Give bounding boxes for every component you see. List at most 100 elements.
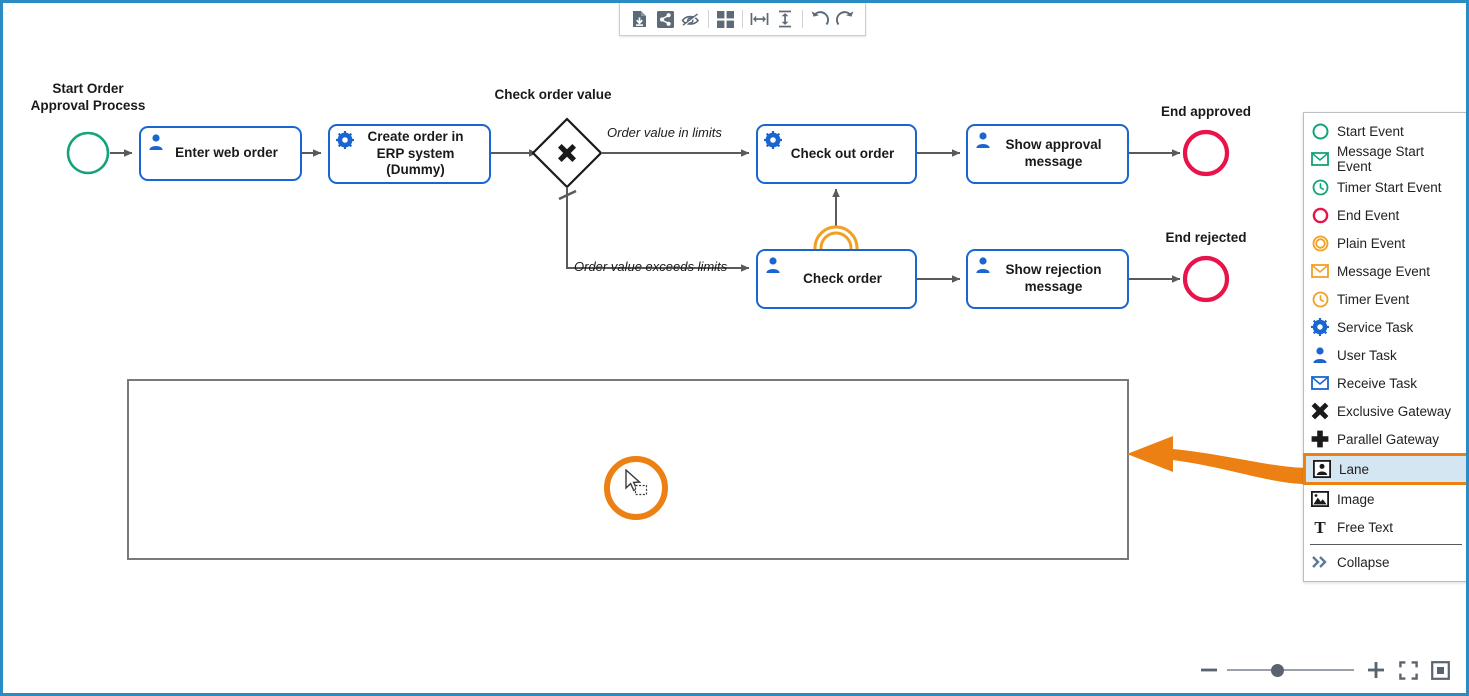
parallel-gateway-icon bbox=[1310, 429, 1330, 449]
receive-task-icon bbox=[1310, 373, 1330, 393]
palette-item-label: Service Task bbox=[1337, 319, 1414, 335]
exclusive-gateway-icon bbox=[1310, 401, 1330, 421]
message-event-icon bbox=[1310, 261, 1330, 281]
palette-item-label: Lane bbox=[1339, 461, 1370, 477]
flow-label-in-limits: Order value in limits bbox=[607, 125, 722, 140]
task-check-out-order[interactable]: Check out order bbox=[756, 124, 917, 184]
flow-label-exceeds-limits: Order value exceeds limits bbox=[574, 259, 728, 274]
diagram-connectors bbox=[66, 117, 1230, 303]
zoom-out-button[interactable] bbox=[1195, 656, 1223, 684]
end-event-rejected-shape bbox=[1182, 255, 1230, 303]
palette-item-label: Receive Task bbox=[1337, 375, 1418, 391]
task-label: Check order bbox=[803, 270, 882, 286]
actual-size-button[interactable] bbox=[1426, 656, 1454, 684]
collapse-icon bbox=[1310, 552, 1330, 572]
palette-item-exclusive-gateway[interactable]: Exclusive Gateway bbox=[1304, 397, 1466, 425]
palette-item-label: End Event bbox=[1337, 207, 1400, 223]
palette-item-parallel-gateway[interactable]: Parallel Gateway bbox=[1304, 425, 1466, 453]
lane-icon bbox=[1312, 459, 1332, 479]
start-event-icon bbox=[1310, 121, 1330, 141]
task-label: Show rejection message bbox=[1005, 262, 1102, 294]
end-rejected-label: End rejected bbox=[1165, 230, 1247, 245]
end-event-icon bbox=[1310, 205, 1330, 225]
grid-layout-icon[interactable] bbox=[712, 6, 738, 32]
redo-icon[interactable] bbox=[832, 6, 858, 32]
eye-slash-icon[interactable] bbox=[678, 6, 704, 32]
default-flow-marker bbox=[558, 189, 577, 201]
toolbar-separator-3 bbox=[801, 10, 803, 28]
zoom-slider-track bbox=[1227, 669, 1354, 671]
message-start-event-icon bbox=[1310, 149, 1330, 169]
palette-item-image[interactable]: Image bbox=[1304, 485, 1466, 513]
palette-divider bbox=[1310, 544, 1462, 545]
shape-palette: Start Event Message Start Event Timer St… bbox=[1303, 112, 1466, 582]
end-approved-label: End approved bbox=[1160, 104, 1251, 119]
palette-item-label: Timer Start Event bbox=[1337, 179, 1442, 195]
timer-event-icon bbox=[1310, 289, 1330, 309]
start-event-shape bbox=[66, 131, 110, 175]
palette-item-label: Collapse bbox=[1337, 554, 1390, 570]
zoom-in-button[interactable] bbox=[1362, 656, 1390, 684]
export-download-icon[interactable] bbox=[627, 6, 653, 32]
user-task-icon bbox=[1310, 345, 1330, 365]
palette-item-label: Message Start Event bbox=[1337, 144, 1425, 174]
palette-item-timer-start-event[interactable]: Timer Start Event bbox=[1304, 173, 1466, 201]
zoom-slider-handle[interactable] bbox=[1271, 664, 1284, 677]
palette-item-label: Plain Event bbox=[1337, 235, 1406, 251]
palette-item-label: Exclusive Gateway bbox=[1337, 403, 1452, 419]
distribute-horizontal-icon[interactable] bbox=[747, 6, 773, 32]
palette-item-user-task[interactable]: User Task bbox=[1304, 341, 1466, 369]
share-icon[interactable] bbox=[653, 6, 679, 32]
task-label: Enter web order bbox=[175, 145, 278, 161]
user-task-icon bbox=[766, 257, 780, 273]
palette-item-label: Parallel Gateway bbox=[1337, 431, 1440, 447]
task-label: Show approval message bbox=[1005, 137, 1102, 169]
palette-item-receive-task[interactable]: Receive Task bbox=[1304, 369, 1466, 397]
palette-item-start-event[interactable]: Start Event bbox=[1304, 117, 1466, 145]
palette-item-free-text[interactable]: T Free Text bbox=[1304, 513, 1466, 541]
palette-item-label: Message Event bbox=[1337, 263, 1431, 279]
diagram-canvas[interactable]: Start Order Approval Process Check order… bbox=[3, 3, 1466, 693]
undo-icon[interactable] bbox=[807, 6, 833, 32]
fit-to-screen-button[interactable] bbox=[1394, 656, 1422, 684]
plain-event-icon bbox=[1310, 233, 1330, 253]
user-task-icon bbox=[976, 257, 990, 273]
palette-item-collapse[interactable]: Collapse bbox=[1304, 548, 1466, 576]
free-text-icon: T bbox=[1310, 517, 1330, 537]
drag-cursor-icon bbox=[625, 469, 648, 496]
task-show-approval-message[interactable]: Show approval message bbox=[966, 124, 1129, 184]
diagram-toolbar bbox=[619, 3, 866, 36]
task-enter-web-order[interactable]: Enter web order bbox=[139, 126, 302, 181]
task-check-order[interactable]: Check order bbox=[756, 249, 917, 309]
service-task-icon bbox=[336, 131, 354, 149]
palette-item-service-task[interactable]: Service Task bbox=[1304, 313, 1466, 341]
exclusive-gateway-x-icon bbox=[558, 144, 576, 162]
user-task-icon bbox=[149, 134, 163, 150]
zoom-controls bbox=[1191, 655, 1454, 685]
service-task-icon bbox=[1310, 317, 1330, 337]
task-show-rejection-message[interactable]: Show rejection message bbox=[966, 249, 1129, 309]
drag-highlight-ring bbox=[604, 456, 668, 520]
palette-item-lane[interactable]: Lane bbox=[1303, 453, 1466, 485]
task-label: Create order in ERP system (Dummy) bbox=[367, 128, 464, 178]
palette-item-label: Free Text bbox=[1337, 519, 1394, 535]
palette-item-message-event[interactable]: Message Event bbox=[1304, 257, 1466, 285]
palette-item-label: Image bbox=[1337, 491, 1375, 507]
end-event-approved-shape bbox=[1182, 129, 1230, 177]
palette-item-plain-event[interactable]: Plain Event bbox=[1304, 229, 1466, 257]
task-label: Check out order bbox=[790, 145, 895, 161]
image-icon bbox=[1310, 489, 1330, 509]
toolbar-separator-2 bbox=[741, 10, 743, 28]
service-task-icon bbox=[764, 131, 782, 149]
timer-start-event-icon bbox=[1310, 177, 1330, 197]
palette-item-label: Start Event bbox=[1337, 123, 1404, 139]
zoom-slider[interactable] bbox=[1227, 656, 1354, 684]
palette-item-end-event[interactable]: End Event bbox=[1304, 201, 1466, 229]
svg-text:T: T bbox=[1314, 518, 1326, 536]
task-create-order-erp[interactable]: Create order in ERP system (Dummy) bbox=[328, 124, 491, 184]
drag-drop-indicator bbox=[604, 456, 668, 520]
palette-item-timer-event[interactable]: Timer Event bbox=[1304, 285, 1466, 313]
palette-item-message-start-event[interactable]: Message Start Event bbox=[1304, 144, 1466, 174]
distribute-vertical-icon[interactable] bbox=[772, 6, 798, 32]
